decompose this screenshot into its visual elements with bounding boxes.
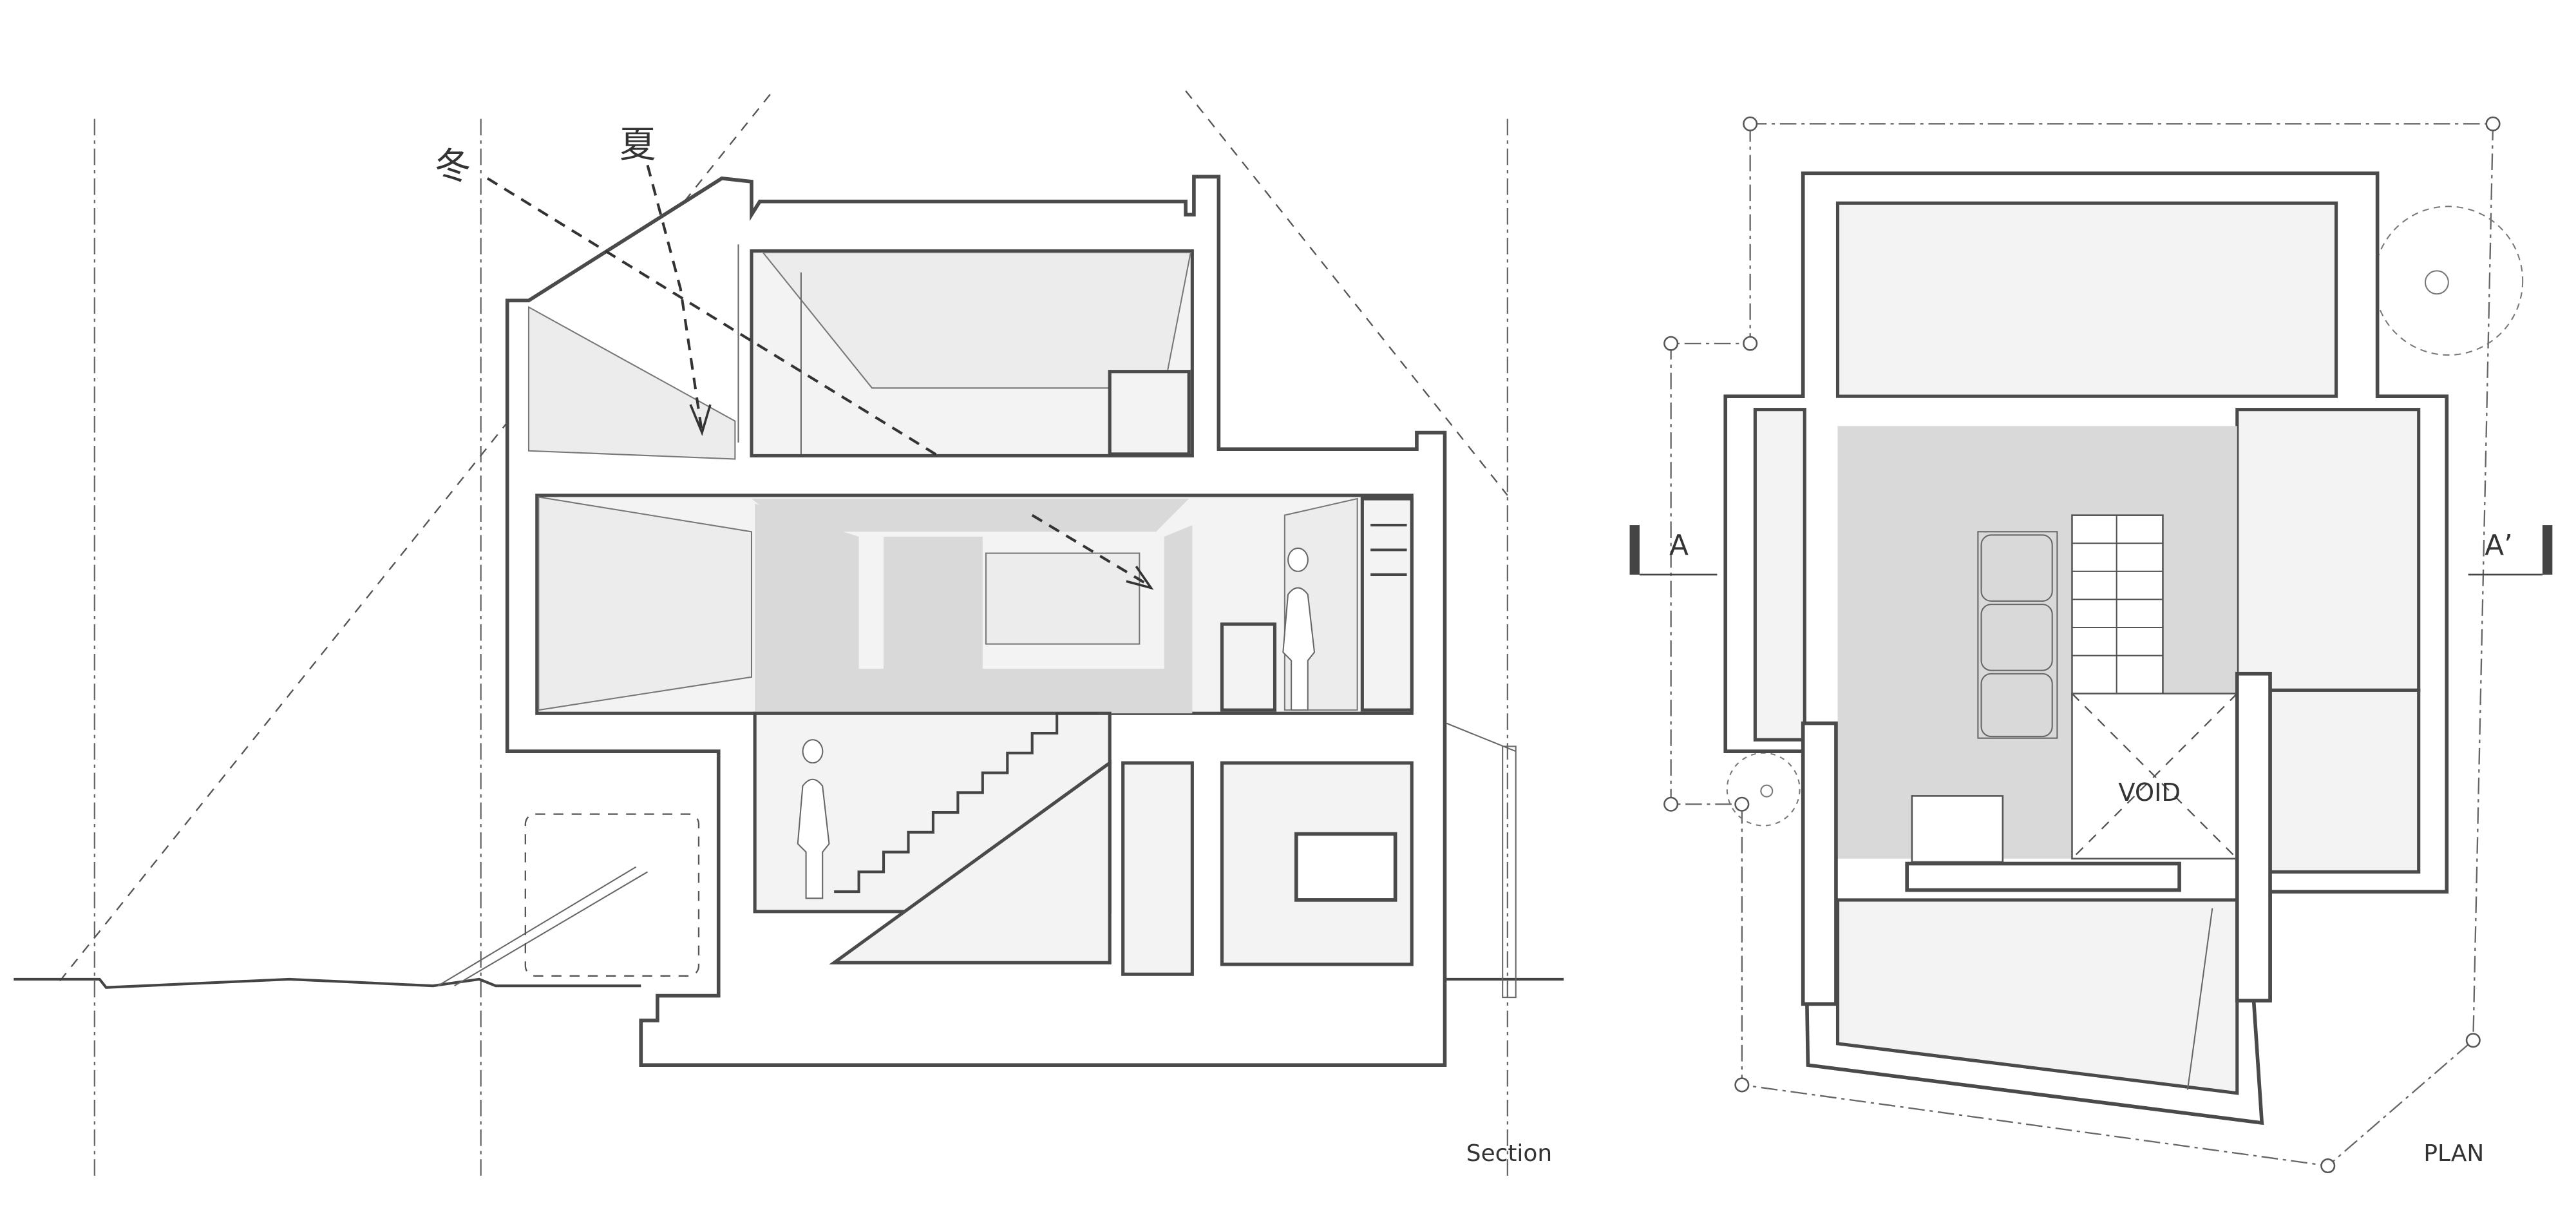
plan-drawing: VOID A A’ PLAN (1629, 116, 2553, 1174)
boundary-point (1663, 336, 1679, 351)
room-west (1753, 408, 1806, 742)
section-marker-right (2542, 525, 2553, 575)
boundary-point (1734, 1077, 1750, 1093)
ground-line (14, 977, 641, 989)
room-east-upper (2235, 408, 2421, 692)
wall-left-plane (538, 496, 753, 711)
section-mark-a: A (1669, 530, 1689, 562)
sofa-cushion (1980, 673, 2053, 738)
boundary-point (1743, 336, 1758, 351)
void-cross (2071, 693, 2238, 859)
bathtub (1294, 832, 1397, 902)
interior-wall (1801, 721, 1838, 1006)
cabinet (1108, 370, 1191, 456)
void-label: VOID (2118, 778, 2181, 807)
exterior-ladder (1502, 745, 1517, 999)
winter-sun-arrow (486, 177, 939, 457)
ramp (454, 871, 649, 987)
summer-label: 夏 (620, 124, 656, 166)
textured-wall (1164, 525, 1193, 714)
person-silhouette (797, 739, 830, 899)
interior-wall (2235, 671, 2272, 1003)
boundary-point (1663, 796, 1679, 812)
kitchen-counter (1220, 622, 1277, 712)
room-under-stair (829, 760, 1112, 964)
tree-trunk (1760, 784, 1774, 798)
car-outline (524, 813, 700, 977)
room-east (2268, 688, 2421, 874)
textured-partition (884, 537, 983, 669)
interior-wall (1905, 861, 2181, 892)
boundary-point (2485, 116, 2501, 131)
stairs-down (1911, 795, 2004, 863)
ramp (437, 866, 637, 987)
boundary-point (2320, 1158, 2336, 1174)
sofa-cushion (1980, 604, 2053, 671)
sofa (1977, 531, 2058, 739)
boundary-point (1734, 796, 1750, 812)
boundary-markers (1663, 116, 2501, 1174)
partition-line (2186, 908, 2213, 1090)
sofa-cushion (1980, 534, 2053, 602)
section-marker-left (1629, 525, 1640, 575)
section-title: Section (1466, 1140, 1552, 1167)
winter-label: 冬 (435, 146, 471, 187)
section-drawing: 冬 夏 Section (14, 90, 1564, 1176)
room-north (1835, 201, 2338, 398)
setback-line (1185, 90, 1508, 496)
plan-title: PLAN (2423, 1140, 2484, 1167)
site-boundary (1670, 123, 2494, 1167)
boundary-point (1743, 116, 1758, 131)
textured-wall (755, 503, 859, 714)
section-mark-a-prime: A’ (2485, 530, 2513, 562)
window-pane (985, 552, 1141, 645)
sun-arrow (1031, 513, 1149, 586)
boundary-point (2465, 1033, 2481, 1048)
textured-ceiling (751, 499, 1189, 532)
stair-steps (834, 712, 1099, 894)
arrowhead (1126, 566, 1154, 590)
canopy (1446, 722, 1517, 752)
shelving (1360, 497, 1414, 712)
room-upper-left (527, 305, 736, 460)
summer-sun-arrow (646, 164, 704, 433)
stairs-up (2071, 514, 2164, 702)
arrowhead (689, 404, 712, 436)
textured-floor (755, 669, 1193, 714)
tree-trunk (2424, 270, 2449, 295)
person-silhouette (1282, 547, 1316, 711)
room-storage (1121, 761, 1194, 976)
stair-treads (2072, 515, 2163, 700)
